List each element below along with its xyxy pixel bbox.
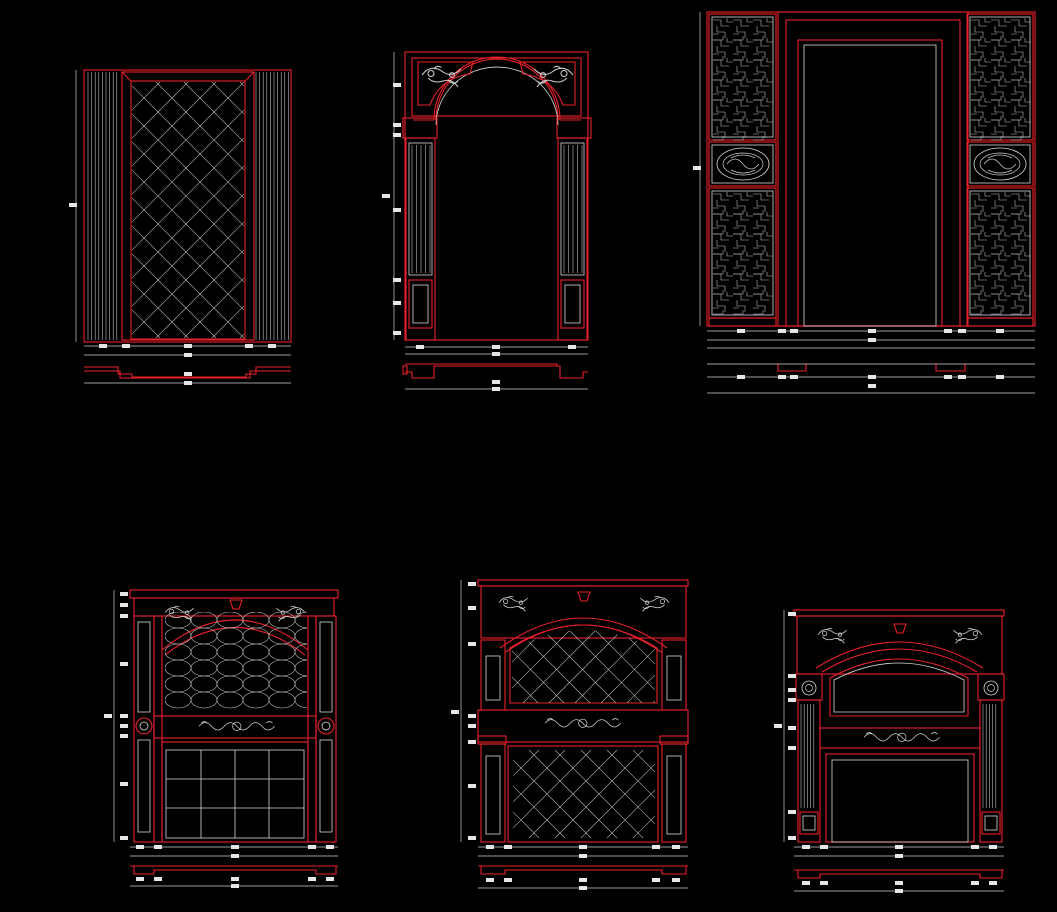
elevation-2: [382, 51, 592, 391]
oval-medallion-icon: [716, 147, 770, 181]
elevation-1: [69, 69, 292, 385]
elevation-4: [104, 589, 339, 888]
rosette-icon: [983, 680, 999, 696]
rosette-icon: [801, 680, 817, 696]
elevation-5: [451, 579, 689, 890]
elevation-6: [774, 609, 1005, 893]
oval-medallion-icon: [973, 147, 1027, 181]
elevation-3: [693, 11, 1036, 394]
